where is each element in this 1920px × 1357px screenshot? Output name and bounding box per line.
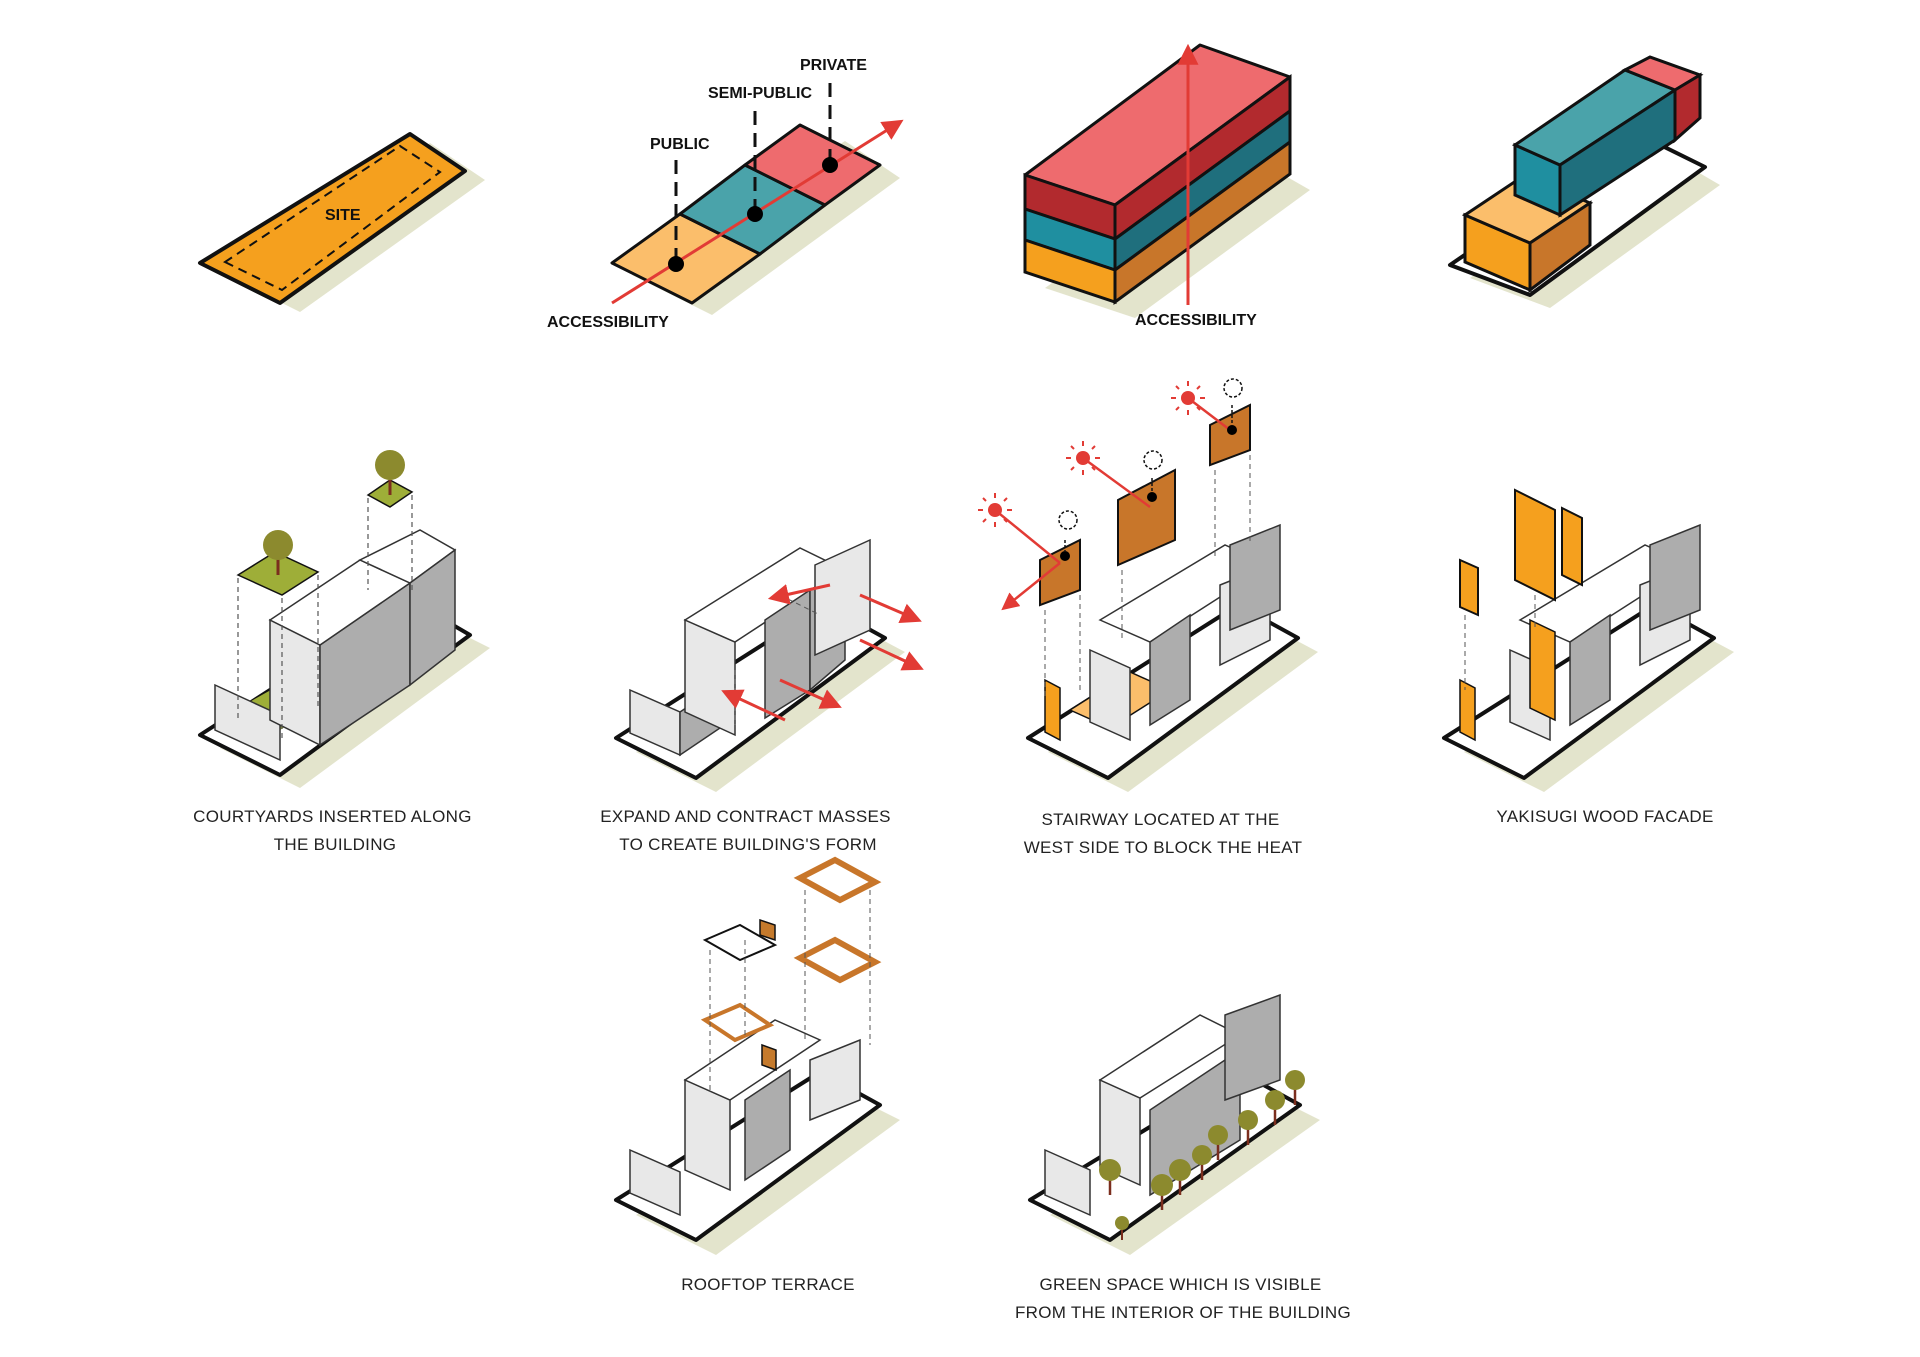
site-plot [198,132,467,305]
sun-icon [1066,441,1100,475]
wind-icon [1058,510,1078,552]
stair-core [759,918,776,942]
site-label: SITE [325,207,361,224]
panel-zoning: PUBLIC SEMI-PUBLIC PRIVATE ACCESSIBILITY [547,57,904,331]
panel-stacked-volumes: ACCESSIBILITY [1023,43,1310,329]
caption-green-space: GREEN SPACE WHICH IS VISIBLE FROM THE IN… [1015,1275,1351,1322]
wind-icon [1223,378,1243,425]
panel-shifted-volumes [1448,55,1720,308]
mass-side [1649,523,1701,632]
stair-dot [1227,425,1237,435]
stair-panel [1039,538,1081,607]
public-dot [668,256,684,272]
wood-panel [1561,506,1583,587]
panel-courtyards: COURTYARDS INSERTED ALONG THE BUILDING [193,450,490,854]
caption-expand: EXPAND AND CONTRACT MASSES TO CREATE BUI… [600,807,896,854]
expand-arrow [859,638,924,671]
volume-orange-side [1113,139,1292,305]
tree-icon [1265,1090,1285,1125]
stair-wall [1044,678,1061,742]
tree-icon [1151,1174,1173,1210]
sun-ray [1082,456,1151,509]
mass-side [1149,1048,1241,1197]
tree-icon [1238,1110,1258,1145]
private-label: PRIVATE [800,57,867,74]
stair-panel [1117,468,1176,567]
terrace-outline [702,923,778,962]
public-label: PUBLIC [650,136,710,153]
reflected-ray [1001,562,1061,611]
sun-icon [1171,381,1205,415]
tree-icon [1099,1159,1121,1195]
site-boundary [222,144,442,292]
tree-icon [1192,1145,1212,1180]
panel-expand-contract: EXPAND AND CONTRACT MASSES TO CREATE BUI… [600,538,924,854]
tree-icon [1208,1125,1228,1160]
terrace-ring [793,936,882,984]
tree-icon [1115,1216,1129,1240]
terrace-ring [700,1002,775,1043]
terrace-ring [793,856,882,904]
stair-dot [1060,551,1070,561]
stair-core [761,1043,777,1072]
mass-side [1149,613,1191,727]
wood-panel [1514,488,1556,602]
mass-side [744,1068,791,1182]
tree-icon [375,450,405,495]
mass-front [1089,648,1131,742]
private-dot [822,157,838,173]
stair-panel [1209,403,1251,467]
wind-icon [1143,450,1163,492]
mass-side [409,548,456,687]
mass-side [1569,613,1611,727]
semi-public-label: SEMI-PUBLIC [708,85,812,102]
mass-front [629,1148,681,1217]
expand-arrow [779,678,842,709]
mass-side [1224,993,1281,1102]
stair-dot [1147,492,1157,502]
panel-green-space: GREEN SPACE WHICH IS VISIBLE FROM THE IN… [1015,993,1351,1322]
sun-ray [994,509,1061,564]
orange-block-side [1528,200,1592,293]
panel-yakisugi: YAKISUGI WOOD FACADE [1442,488,1734,826]
caption-rooftop: ROOFTOP TERRACE [681,1275,855,1294]
caption-courtyards: COURTYARDS INSERTED ALONG THE BUILDING [193,807,477,854]
accessibility-label-2: ACCESSIBILITY [1135,312,1257,329]
tree-icon [1169,1159,1191,1195]
caption-yakisugi: YAKISUGI WOOD FACADE [1496,807,1713,826]
mass-front [1044,1148,1091,1217]
panel-stairway: STAIRWAY LOCATED AT THE WEST SIDE TO BLO… [978,378,1318,857]
mass-side [1229,523,1281,632]
expand-arrow [859,593,922,623]
projection-line [779,594,821,616]
zone-private [743,123,882,207]
panel-rooftop: ROOFTOP TERRACE [614,856,900,1294]
sun-ray [1187,397,1231,431]
caption-stairway: STAIRWAY LOCATED AT THE WEST SIDE TO BLO… [1024,810,1303,857]
panel-site: SITE [198,132,485,312]
contract-arrow [767,583,831,605]
contract-arrow [721,689,786,722]
tree-icon [263,530,293,575]
accessibility-label-1: ACCESSIBILITY [547,314,669,331]
wood-panel [1459,558,1479,617]
red-block-side [1673,72,1702,144]
sun-icon [978,493,1012,527]
mass-front [214,683,281,762]
wood-panel [1529,618,1556,722]
mass-front [809,1038,861,1122]
wood-panel [1459,678,1476,742]
mass-front [814,538,871,657]
semi-public-dot [747,206,763,222]
tree-icon [1285,1070,1305,1105]
